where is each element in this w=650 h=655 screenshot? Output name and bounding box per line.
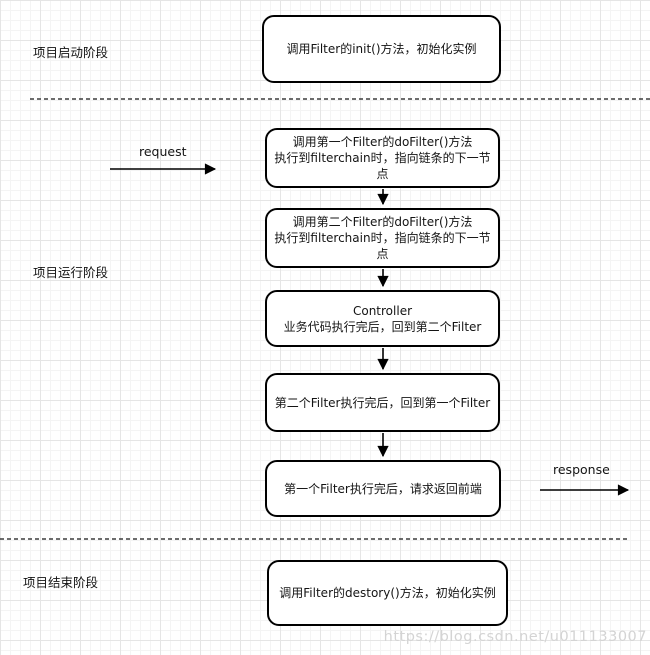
flow-box-second-filter-return-text: 第二个Filter执行完后，回到第一个Filter xyxy=(274,395,491,410)
response-label: response xyxy=(553,462,610,477)
flow-box-second-dofilter-line2: 执行到filterchain时，指向链条的下一节点 xyxy=(274,231,491,261)
flow-box-first-filter-return: 第一个Filter执行完后，请求返回前端 xyxy=(265,460,501,517)
flow-box-init-text: 调用Filter的init()方法，初始化实例 xyxy=(286,42,477,56)
flow-box-first-filter-return-text: 第一个Filter执行完后，请求返回前端 xyxy=(284,481,482,496)
flow-box-first-dofilter-line2: 执行到filterchain时，指向链条的下一节点 xyxy=(274,151,491,181)
watermark: https://blog.csdn.net/u011133007 xyxy=(383,629,647,645)
flow-box-second-dofilter-line1: 调用第二个Filter的doFilter()方法 xyxy=(292,215,473,229)
flow-box-second-dofilter: 调用第二个Filter的doFilter()方法 执行到filterchain时… xyxy=(265,208,500,268)
phase-label-running: 项目运行阶段 xyxy=(33,265,109,280)
flow-box-second-filter-return: 第二个Filter执行完后，回到第一个Filter xyxy=(265,373,500,432)
flow-box-destroy-text: 调用Filter的destory()方法，初始化实例 xyxy=(279,586,496,600)
flow-box-controller: Controller 业务代码执行完后，回到第二个Filter xyxy=(265,290,500,347)
flow-box-init: 调用Filter的init()方法，初始化实例 xyxy=(262,15,501,83)
flow-box-destroy: 调用Filter的destory()方法，初始化实例 xyxy=(267,560,508,626)
flow-box-first-dofilter: 调用第一个Filter的doFilter()方法 执行到filterchain时… xyxy=(265,128,500,188)
phase-label-end: 项目结束阶段 xyxy=(23,575,99,590)
request-label: request xyxy=(139,144,187,159)
flow-box-first-dofilter-line1: 调用第一个Filter的doFilter()方法 xyxy=(292,135,473,149)
flow-box-controller-line2: 业务代码执行完后，回到第二个Filter xyxy=(283,319,482,334)
flow-box-controller-line1: Controller xyxy=(352,303,413,318)
phase-label-startup: 项目启动阶段 xyxy=(33,45,109,60)
